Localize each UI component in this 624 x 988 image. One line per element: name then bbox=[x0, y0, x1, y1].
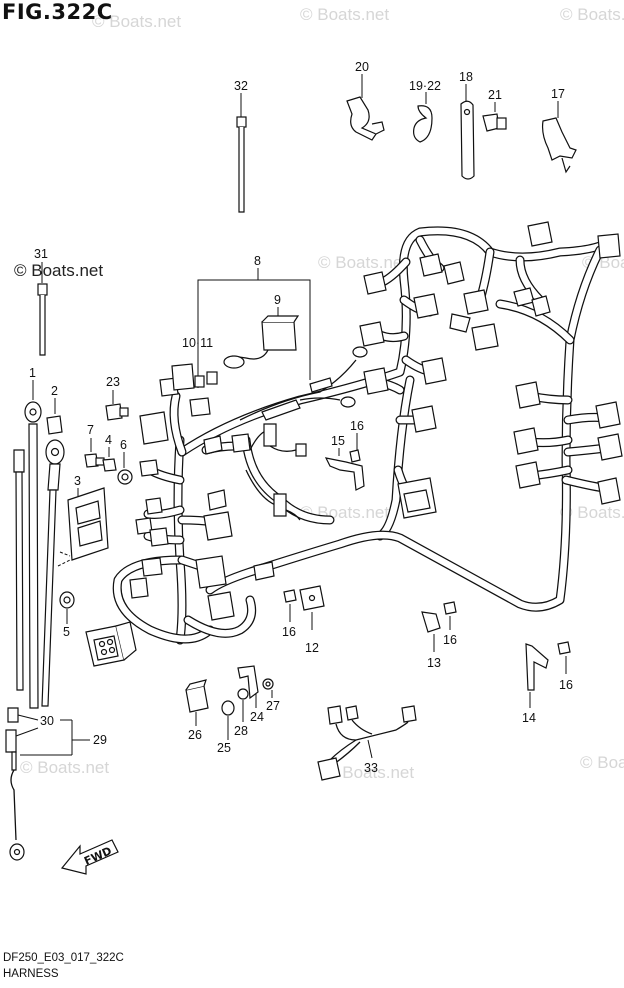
watermark-dark: © Boats.net bbox=[14, 261, 103, 280]
callout-27: 27 bbox=[266, 699, 280, 713]
callout-18: 18 bbox=[459, 70, 473, 84]
cap-2 bbox=[46, 398, 63, 435]
callout-32: 32 bbox=[234, 79, 248, 93]
callout-16d: 16 bbox=[559, 678, 573, 692]
callout-1: 1 bbox=[29, 366, 36, 380]
callout-30: 30 bbox=[40, 714, 54, 728]
connectors bbox=[85, 221, 623, 667]
callout-16c: 16 bbox=[443, 633, 457, 647]
callout-26: 26 bbox=[188, 728, 202, 742]
watermark: © Boats.net bbox=[318, 253, 407, 272]
battery-cable-2 bbox=[41, 439, 65, 707]
callout-7: 7 bbox=[87, 423, 94, 437]
callout-labels: 32 20 19·22 18 21 17 8 9 10·11 23 31 1 2… bbox=[29, 60, 573, 775]
watermark: © Boats.net bbox=[300, 5, 389, 24]
callout-15: 15 bbox=[331, 434, 345, 448]
watermarks: © Boats.net © Boats.net © Boats.net © Bo… bbox=[14, 5, 624, 782]
fuse-10-11 bbox=[194, 350, 218, 388]
watermark: © Boats.net bbox=[580, 753, 624, 772]
callout-16b: 16 bbox=[282, 625, 296, 639]
callout-16a: 16 bbox=[350, 419, 364, 433]
ring-wires bbox=[239, 346, 368, 521]
callout-24: 24 bbox=[250, 710, 264, 724]
bolt-7 bbox=[84, 438, 105, 468]
callout-31: 31 bbox=[34, 247, 48, 261]
callout-29: 29 bbox=[93, 733, 107, 747]
callout-bracket-8 bbox=[197, 268, 311, 388]
watermark: © Boats.net bbox=[325, 763, 414, 782]
callout-8: 8 bbox=[254, 254, 261, 268]
bolt-21 bbox=[482, 102, 507, 132]
watermark: © Boats.net bbox=[560, 503, 624, 522]
callout-19-22: 19·22 bbox=[409, 79, 441, 93]
fwd-arrow: FWD bbox=[60, 839, 119, 875]
callout-12: 12 bbox=[305, 641, 319, 655]
grommet-6 bbox=[117, 452, 133, 485]
nut-4 bbox=[102, 447, 117, 472]
bolt-23 bbox=[105, 390, 129, 421]
clamp-17 bbox=[541, 101, 577, 174]
callout-2: 2 bbox=[51, 384, 58, 398]
figure-title: FIG.322C bbox=[2, 0, 113, 24]
battery-cable-1 bbox=[13, 380, 42, 709]
bracket-15 bbox=[324, 433, 365, 491]
callout-5: 5 bbox=[63, 625, 70, 639]
callout-25: 25 bbox=[217, 741, 231, 755]
callout-17: 17 bbox=[551, 87, 565, 101]
bracket-14 bbox=[525, 641, 571, 708]
callout-33: 33 bbox=[364, 761, 378, 775]
bracket-13 bbox=[421, 601, 457, 652]
bracket-12 bbox=[283, 585, 325, 630]
bracket-3 bbox=[57, 487, 109, 567]
callout-14: 14 bbox=[522, 711, 536, 725]
sub-harness-33 bbox=[317, 705, 417, 781]
watermark: © Boats.net bbox=[20, 758, 109, 777]
callout-9: 9 bbox=[274, 293, 281, 307]
callout-28: 28 bbox=[234, 724, 248, 738]
callout-3: 3 bbox=[74, 474, 81, 488]
tie-strap-32 bbox=[236, 93, 247, 213]
clamp-20 bbox=[346, 74, 385, 141]
callout-20: 20 bbox=[355, 60, 369, 74]
tie-strap-31 bbox=[37, 262, 48, 356]
bracket-18 bbox=[460, 84, 475, 180]
callout-13: 13 bbox=[427, 656, 441, 670]
callout-6: 6 bbox=[120, 438, 127, 452]
watermark: © Boats.net bbox=[560, 5, 624, 24]
watermark: © Boats.net bbox=[92, 12, 181, 31]
callout-10-11: 10·11 bbox=[182, 336, 213, 350]
grommet-5 bbox=[59, 591, 75, 624]
diagram-name: HARNESS bbox=[3, 968, 59, 980]
clip-19-22 bbox=[413, 92, 433, 143]
callout-4: 4 bbox=[105, 433, 112, 447]
small-parts-24-28 bbox=[185, 665, 274, 740]
callout-23: 23 bbox=[106, 375, 120, 389]
relay-9 bbox=[223, 307, 300, 369]
main-harness bbox=[112, 226, 615, 645]
fuse-cable-29 bbox=[5, 707, 90, 861]
callout-21: 21 bbox=[488, 88, 502, 102]
diagram-code: DF250_E03_017_322C bbox=[3, 952, 124, 964]
